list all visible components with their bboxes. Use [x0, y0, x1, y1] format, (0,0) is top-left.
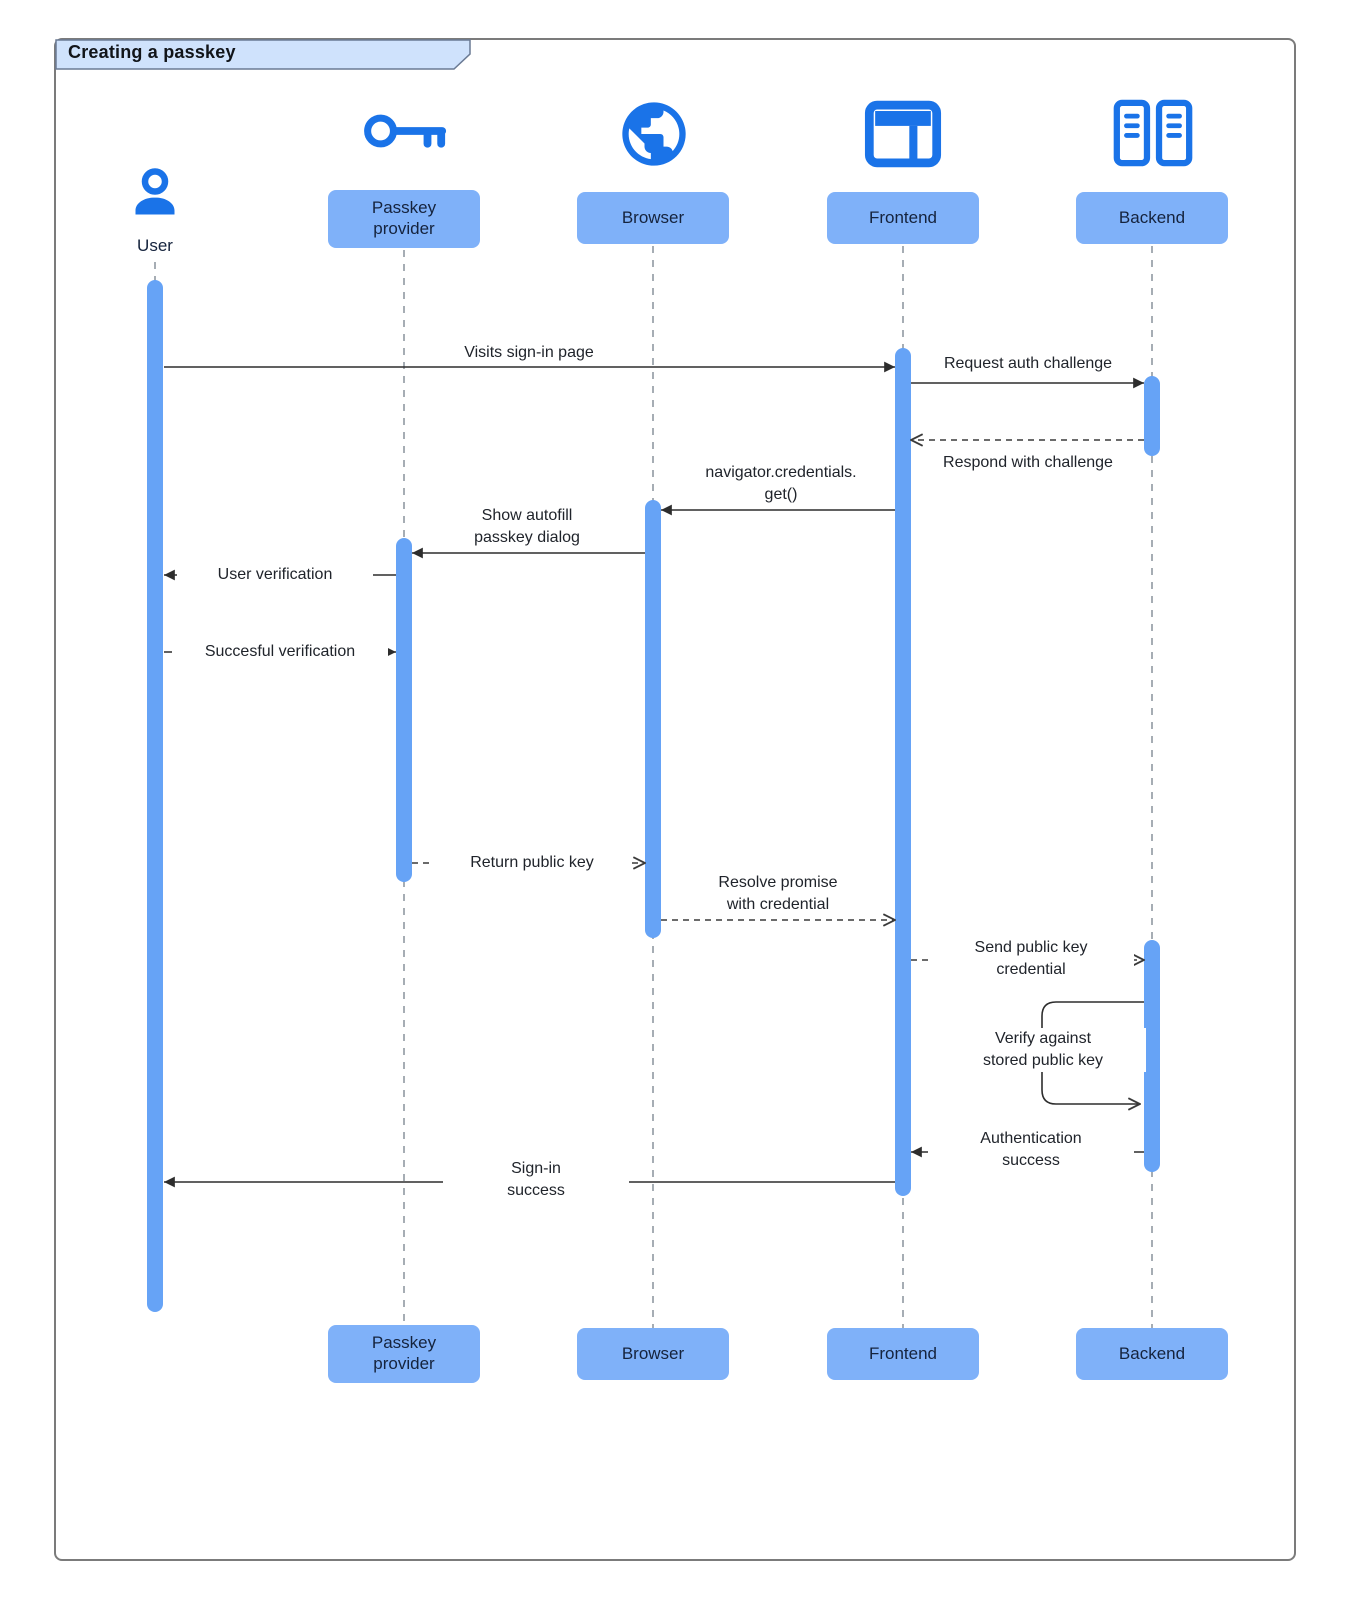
message-label-authentication-success: Authentication success [928, 1128, 1134, 1173]
actor-box-browser-bottom: Browser [577, 1328, 729, 1380]
diagram-frame [54, 38, 1296, 1561]
message-label-verify-against-stored-public-key: Verify against stored public key [940, 1028, 1146, 1073]
message-label-resolve-promise-with-credential: Resolve promise with credential [718, 874, 838, 914]
message-label-succesful-verification: Succesful verification [172, 641, 388, 664]
actor-box-passkey-provider-top: Passkey provider [328, 190, 480, 248]
actor-box-browser-top: Browser [577, 192, 729, 244]
globe-icon [616, 96, 692, 172]
actor-box-frontend-bottom: Frontend [827, 1328, 979, 1380]
person-icon [125, 158, 185, 230]
activation-bar-passkey-provider [396, 538, 412, 882]
message-label-visits-sign-in-page: Visits sign-in page [464, 344, 594, 361]
activation-bar-backend-2 [1144, 940, 1160, 1172]
actor-label-user: User [137, 236, 173, 255]
actor-box-frontend-top: Frontend [827, 192, 979, 244]
message-label-sign-in-success: Sign-in success [443, 1158, 629, 1203]
activation-bar-backend-1 [1144, 376, 1160, 456]
actor-box-passkey-provider-bottom: Passkey provider [328, 1325, 480, 1383]
browser-window-icon [863, 100, 943, 168]
message-label-show-autofill-passkey-dialog: Show autofill passkey dialog [474, 507, 580, 547]
activation-bar-browser [645, 500, 661, 938]
activation-bar-frontend [895, 348, 911, 1196]
message-label-return-public-key: Return public key [434, 852, 630, 875]
message-label-user-verification: User verification [177, 564, 373, 587]
message-label-respond-with-challenge: Respond with challenge [943, 454, 1113, 471]
key-icon [360, 102, 450, 160]
actor-box-backend-bottom: Backend [1076, 1328, 1228, 1380]
message-label-request-auth-challenge: Request auth challenge [943, 355, 1113, 372]
message-label-navigator-credentials-get: navigator.credentials. get() [705, 464, 857, 504]
diagram-title: Creating a passkey [68, 42, 236, 62]
message-label-send-public-key-credential: Send public key credential [928, 937, 1134, 982]
actor-box-backend-top: Backend [1076, 192, 1228, 244]
activation-bar-user [147, 280, 163, 1312]
server-icon [1112, 98, 1194, 168]
